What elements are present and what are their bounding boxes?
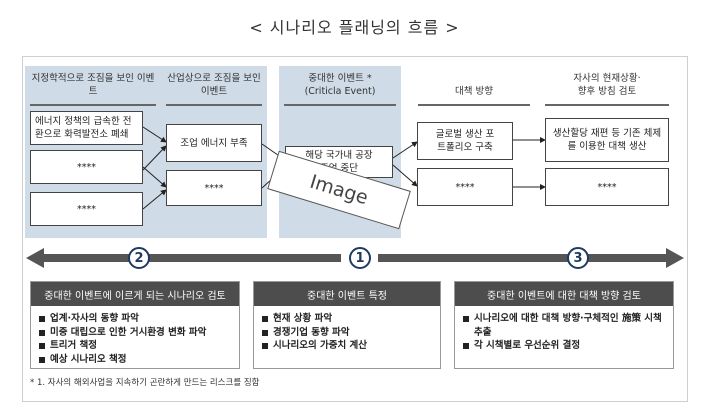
col3-header-line2: (Criticla Event) bbox=[304, 86, 376, 97]
col2-box-energy-shortage: 조업 에너지 부족 bbox=[166, 124, 262, 162]
col5-header-line2: 향후 방침 검토 bbox=[577, 86, 637, 97]
list-item: 예상 시나리오 책정 bbox=[39, 353, 231, 367]
col3-header: 중대한 이벤트 * (Criticla Event) bbox=[284, 72, 396, 106]
col1-box-energy-policy: 에너지 정책의 급속한 전환으로 화력발전소 폐쇄 bbox=[30, 111, 143, 145]
col4-header: 대책 방향 bbox=[418, 85, 530, 106]
col1-box-placeholder-2: **** bbox=[30, 192, 143, 226]
arrow-c3-c4b1 bbox=[392, 141, 418, 159]
right-arrowhead bbox=[666, 248, 684, 268]
list-item: 시나리오의 가중치 계산 bbox=[262, 339, 432, 353]
col4-box-global-portfolio: 글로벌 생산 포트폴리오 구축 bbox=[417, 122, 513, 160]
col5-box-production-realloc: 생산할당 재편 등 기존 체제를 이용한 대책 생산 bbox=[545, 118, 669, 162]
panel-countermeasure-review-list: 시나리오에 대한 대책 방향·구체적인 施策 시책 추출 각 시책별로 우선순위… bbox=[455, 306, 673, 353]
panel-scenario-review-list: 업계·자사의 동향 파악 미중 대립으로 인한 거시환경 변화 파악 트리거 책… bbox=[31, 306, 239, 366]
col1-box-placeholder-1: **** bbox=[30, 150, 143, 184]
list-item: 경쟁기업 동향 파악 bbox=[262, 326, 432, 340]
col1-header: 지정학적으로 조짐을 보인 이벤트 bbox=[30, 72, 156, 106]
left-arrow-bar bbox=[43, 254, 341, 262]
list-item: 업계·자사의 동향 파악 bbox=[39, 312, 231, 326]
step-1-circle: 1 bbox=[349, 247, 371, 269]
list-item: 트리거 책정 bbox=[39, 339, 231, 353]
list-item: 시나리오에 대한 대책 방향·구체적인 施策 시책 추출 bbox=[463, 312, 665, 339]
col2-box-placeholder: **** bbox=[166, 170, 262, 206]
col4-box-placeholder: **** bbox=[417, 168, 513, 206]
footnote: * 1. 자사의 해외사업을 지속하기 곤란하게 만드는 리스크를 징함 bbox=[30, 378, 260, 388]
panel-countermeasure-review: 중대한 이벤트에 대한 대책 방향 검토 시나리오에 대한 대책 방향·구체적인… bbox=[454, 281, 674, 369]
right-arrow-bar bbox=[378, 254, 668, 262]
arrow-c3-c4b2 bbox=[392, 164, 418, 187]
list-item: 미중 대립으로 인한 거시환경 변화 파악 bbox=[39, 326, 231, 340]
left-arrowhead bbox=[26, 248, 44, 268]
panel-countermeasure-review-title: 중대한 이벤트에 대한 대책 방향 검토 bbox=[455, 282, 673, 306]
col5-header-line1: 자사의 현재상황· bbox=[573, 73, 641, 84]
arrow-c1b2-c2b1 bbox=[142, 145, 167, 171]
arrow-c1b2-c2b2 bbox=[142, 166, 167, 188]
col2-header: 산업상으로 조짐을 보인 이벤트 bbox=[166, 72, 262, 106]
list-item: 각 시책별로 우선순위 결정 bbox=[463, 339, 665, 353]
step-2-circle: 2 bbox=[128, 247, 150, 269]
panel-event-identification-list: 현재 상황 파악 경쟁기업 동향 파악 시나리오의 가중치 계산 bbox=[254, 306, 440, 353]
panel-event-identification-title: 중대한 이벤트 특정 bbox=[254, 282, 440, 306]
col5-header: 자사의 현재상황· 향후 방침 검토 bbox=[545, 72, 669, 106]
panel-scenario-review-title: 중대한 이벤트에 이르게 되는 시나리오 검토 bbox=[31, 282, 239, 306]
list-item: 현재 상황 파악 bbox=[262, 312, 432, 326]
panel-event-identification: 중대한 이벤트 특정 현재 상황 파악 경쟁기업 동향 파악 시나리오의 가중치… bbox=[253, 281, 441, 369]
step-3-circle: 3 bbox=[567, 247, 589, 269]
arrow-c1b3-c2b2 bbox=[142, 189, 167, 210]
col3-header-line1: 중대한 이벤트 * bbox=[308, 73, 372, 84]
diagram-title: < 시나리오 플래닝의 흐름 > bbox=[249, 18, 460, 37]
col5-box-placeholder: **** bbox=[545, 168, 669, 206]
arrow-c1b1-c2b1 bbox=[142, 126, 167, 143]
panel-scenario-review: 중대한 이벤트에 이르게 되는 시나리오 검토 업계·자사의 동향 파악 미중 … bbox=[30, 281, 240, 369]
